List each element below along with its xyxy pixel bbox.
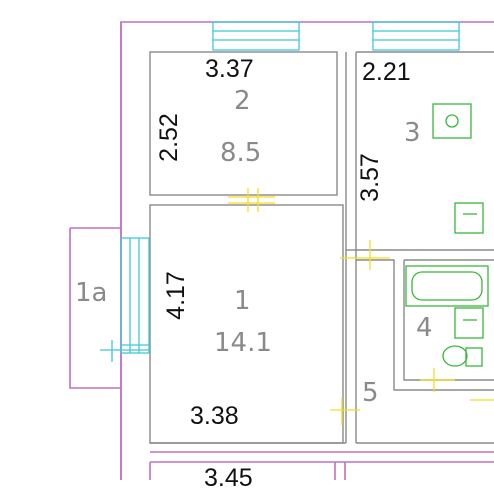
toilet-icon <box>442 345 483 367</box>
room-1a-number: 1a <box>75 278 108 308</box>
dimension-room2-depth: 2.52 <box>154 113 183 162</box>
room-3-number: 3 <box>404 118 421 148</box>
room-1-area: 14.1 <box>214 328 272 358</box>
sink-icon <box>454 202 484 234</box>
dimension-lower-partial: 3.45 <box>204 464 253 492</box>
door-marks <box>228 188 494 425</box>
washbasin-icon <box>454 307 484 339</box>
dimension-room3-depth: 3.57 <box>355 153 384 202</box>
room-5-number: 5 <box>362 378 379 408</box>
room-1-number: 1 <box>234 286 251 316</box>
room-4-number: 4 <box>416 313 433 343</box>
windows <box>100 21 460 362</box>
stove-icon <box>432 103 472 139</box>
dimension-room3-width: 2.21 <box>362 58 411 86</box>
outer-walls <box>69 21 494 480</box>
room-2-number: 2 <box>234 86 251 116</box>
room-2-area: 8.5 <box>220 138 262 168</box>
floor-plan <box>69 21 494 480</box>
dimension-room1-width: 3.38 <box>190 402 239 430</box>
bathtub-icon <box>405 265 489 307</box>
room-walls <box>149 51 494 444</box>
dimension-room1-depth: 4.17 <box>161 271 190 320</box>
dimension-room2-width: 3.37 <box>205 55 254 83</box>
